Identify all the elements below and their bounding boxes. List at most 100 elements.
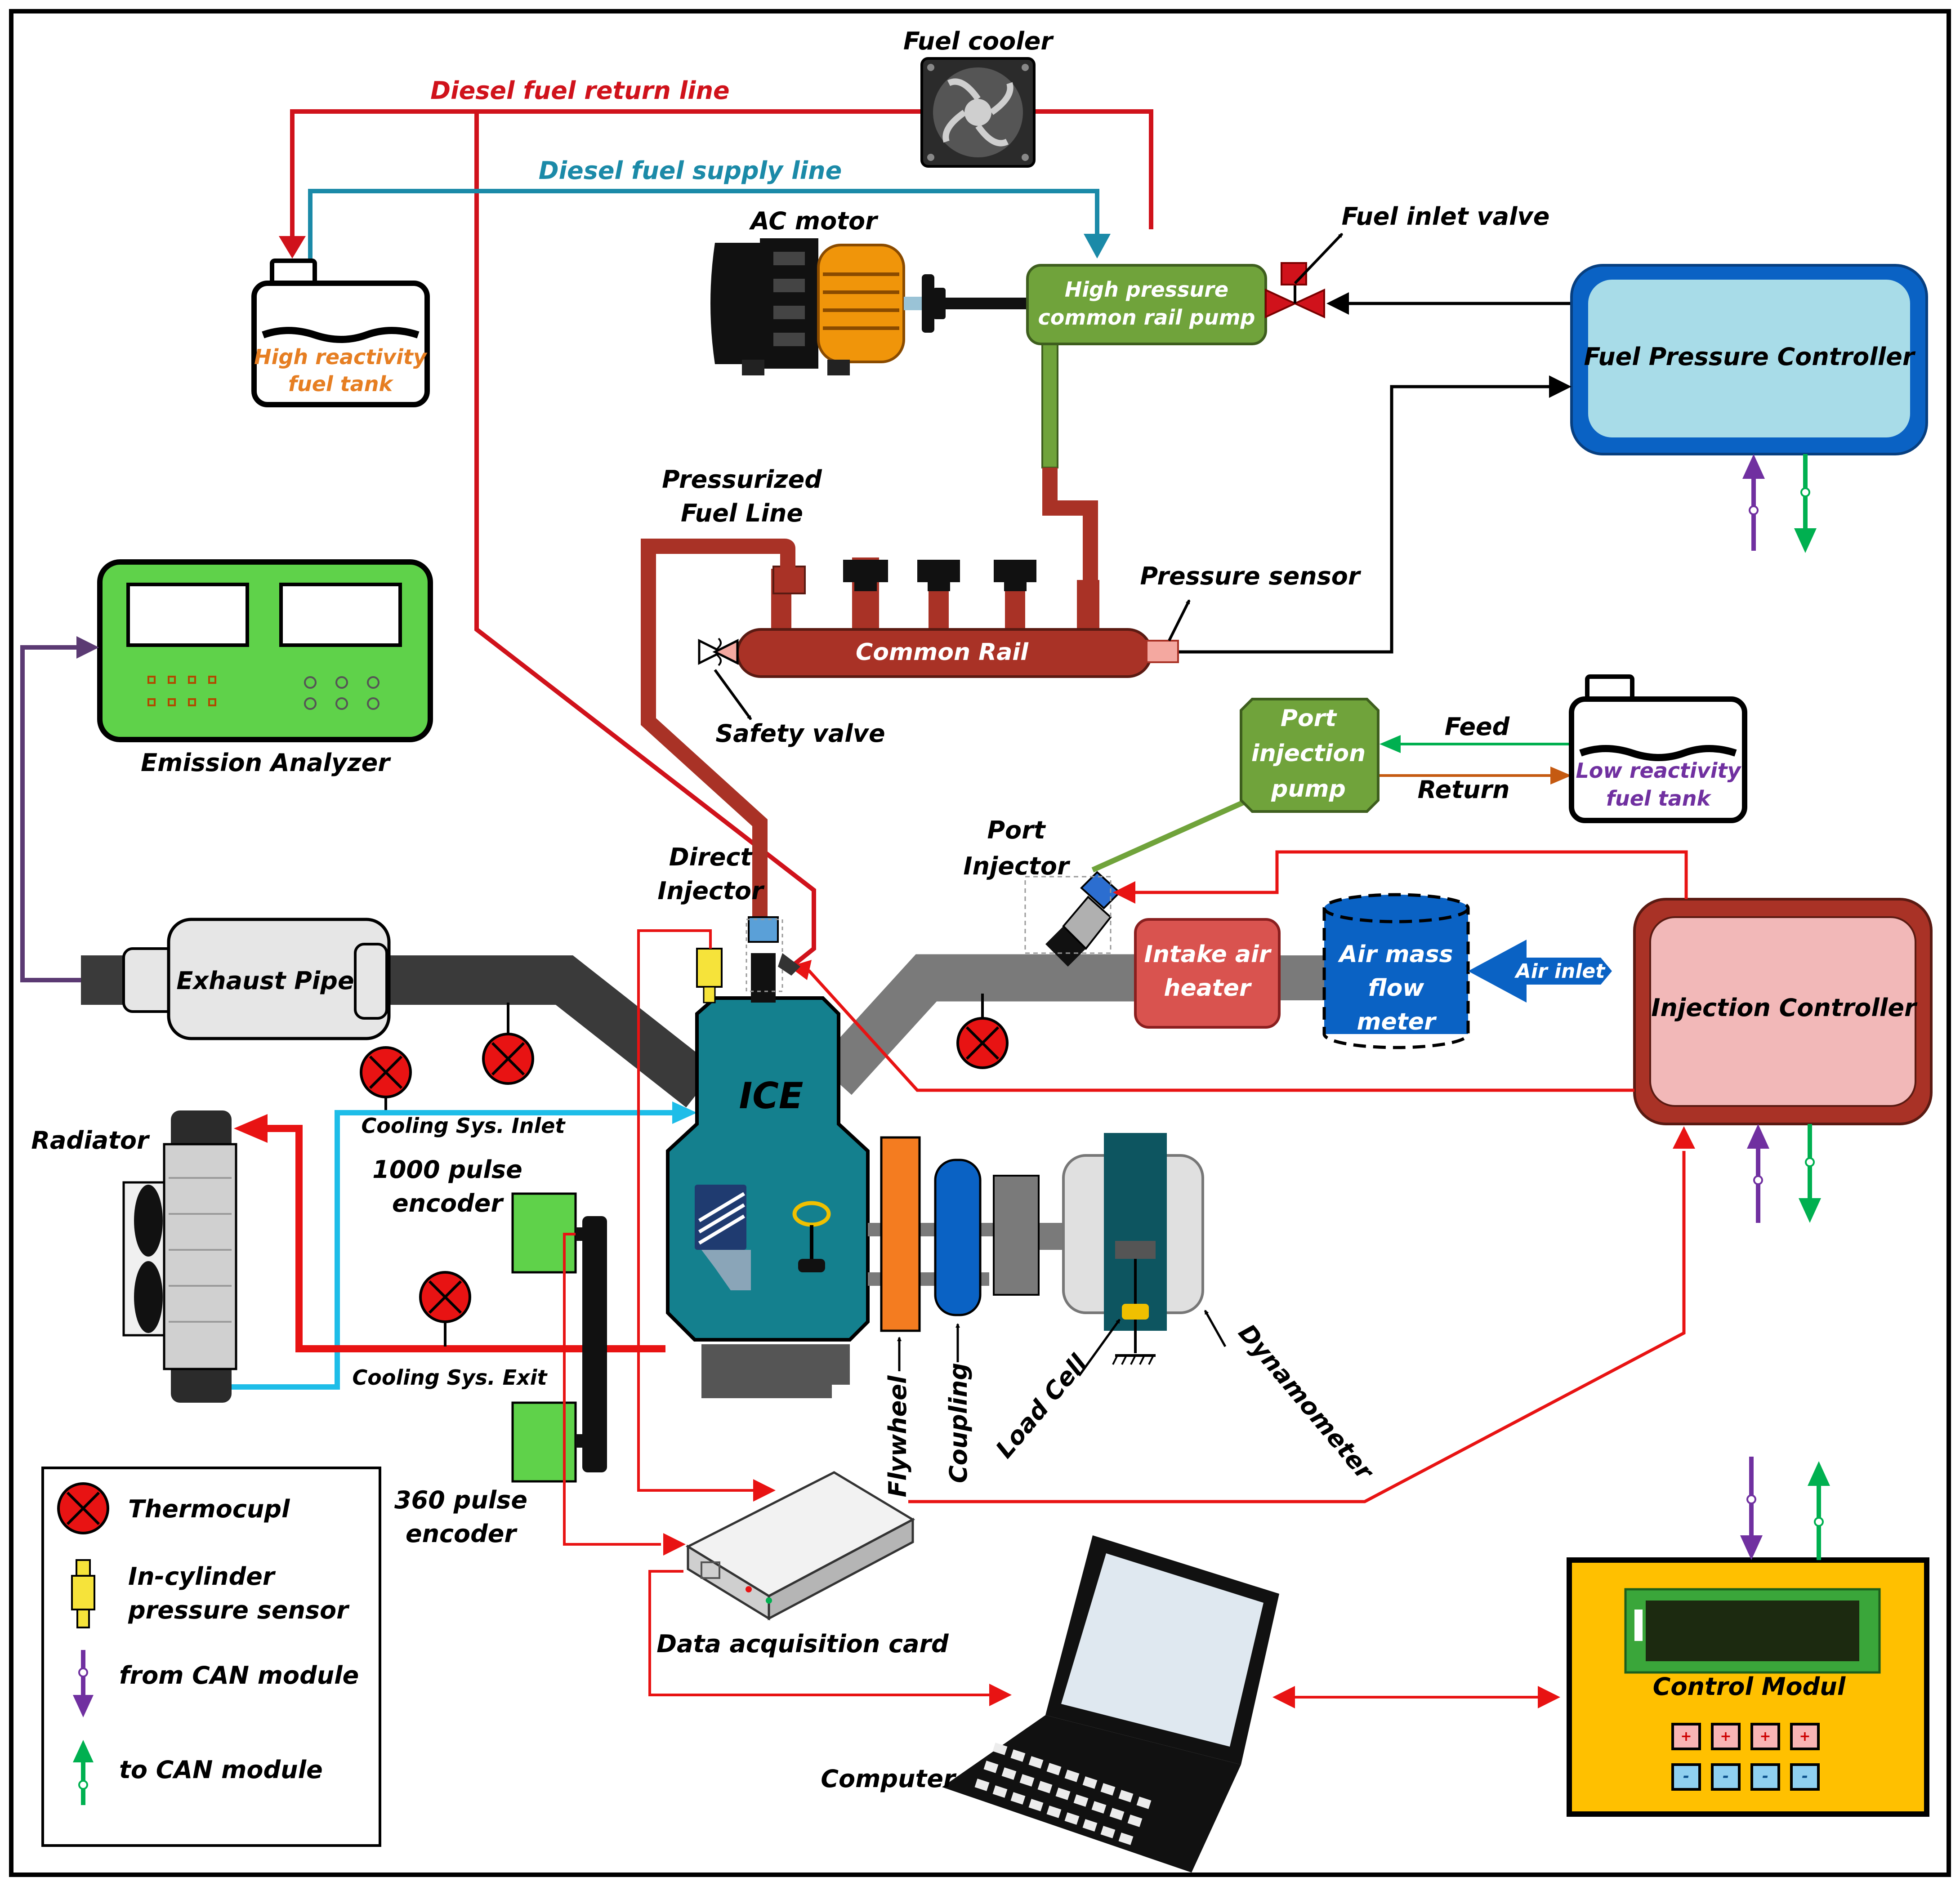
air-inlet-label: Air inlet <box>1514 960 1606 983</box>
legend-thermocouple-label: Thermocupl <box>128 1495 290 1523</box>
cooling-exit-line <box>265 1125 665 1352</box>
cooling-exit-thermocouple <box>419 1271 471 1347</box>
safety-valve-label: Safety valve <box>715 719 885 748</box>
hr-tank-label-1: High reactivity <box>254 345 428 369</box>
common-rail <box>698 557 1179 678</box>
radiator <box>122 1110 237 1403</box>
pressure-sensor-signal-line <box>1178 385 1556 654</box>
cm-can-in-arrow <box>1740 1457 1763 1560</box>
key-plus-1[interactable]: + <box>1671 1723 1701 1750</box>
diesel-supply-line <box>308 189 1111 261</box>
coupling-label: Coupling <box>944 1363 973 1483</box>
load-cell-pointer <box>1078 1319 1121 1377</box>
key-minus-2[interactable]: - <box>1711 1763 1741 1791</box>
fuel-cooler-label: Fuel cooler <box>903 27 1054 55</box>
return-label: Return <box>1418 776 1510 804</box>
pressure-to-daq-arrowhead <box>753 1479 776 1502</box>
exhaust-muffler <box>167 918 391 1040</box>
port-injector <box>1024 871 1121 967</box>
lr-tank-label-1: Low reactivity <box>1576 758 1741 783</box>
radiator-label: Radiator <box>31 1126 150 1155</box>
computer-link-arrow-left <box>1272 1686 1295 1708</box>
key-plus-2-label: + <box>1720 1729 1731 1744</box>
key-minus-4[interactable]: - <box>1790 1763 1820 1791</box>
port-pump-label-2: injection <box>1251 740 1366 767</box>
injection-controller-label: Injection Controller <box>1651 994 1918 1022</box>
key-plus-4[interactable]: + <box>1790 1723 1820 1750</box>
control-module-label: Control Modul <box>1653 1672 1846 1701</box>
hr-tank-label-2: fuel tank <box>288 372 394 396</box>
daq-card-label: Data acquisition card <box>656 1630 949 1658</box>
intake-duct-mid <box>1277 955 1326 1000</box>
exhaust-pipe-label: Exhaust Pipe <box>176 967 354 995</box>
encoder-360 <box>511 1401 577 1483</box>
feed-arrowhead <box>1380 735 1401 753</box>
air-mass-label-3: meter <box>1357 1008 1437 1035</box>
key-minus-3[interactable]: - <box>1750 1763 1780 1791</box>
injection-controller <box>1633 898 1933 1125</box>
flywheel-label: Flywheel <box>884 1375 912 1497</box>
encoder-1000-label-1: 1000 pulse <box>372 1155 522 1184</box>
daq-to-computer-arrowhead <box>989 1684 1012 1706</box>
fuel-cooler <box>920 57 1036 168</box>
port-pump-label-3: pump <box>1271 776 1346 803</box>
air-mass-label-1: Air mass <box>1338 941 1453 968</box>
intake-duct <box>817 954 1138 1095</box>
safety-valve-pointer <box>714 669 752 720</box>
key-plus-3[interactable]: + <box>1750 1723 1780 1750</box>
ice-label: ICE <box>739 1075 803 1117</box>
air-mass-label-2: flow <box>1368 975 1425 1002</box>
ac-motor-label: AC motor <box>749 207 879 235</box>
key-minus-3-label: - <box>1762 1767 1768 1785</box>
hp-pump-label-1: High pressure <box>1065 277 1228 302</box>
pressurized-fuel-line-rail <box>1042 468 1098 589</box>
encoder-1000-shaft <box>576 1227 589 1241</box>
port-fuel-line <box>1091 800 1245 873</box>
key-plus-2[interactable]: + <box>1711 1723 1741 1750</box>
dynamometer <box>1062 1133 1204 1365</box>
coupling-hub <box>993 1175 1040 1296</box>
legend-to-can-icon <box>73 1740 94 1805</box>
legend <box>41 1467 381 1847</box>
diesel-supply-line-label: Diesel fuel supply line <box>539 156 842 185</box>
fpc-can-in-arrow <box>1742 454 1765 551</box>
pressure-signal-arrowhead <box>1549 375 1572 398</box>
exhaust-thermocouple-1 <box>482 1003 534 1085</box>
pressure-sensor-to-daq <box>637 929 753 1492</box>
daq-to-computer-line <box>648 1570 989 1696</box>
key-minus-1[interactable]: - <box>1671 1763 1701 1791</box>
pressurized-fuel-line-label-1: Pressurized <box>662 465 822 494</box>
port-injector-label-1: Port <box>987 816 1046 844</box>
ic-to-port-injector-line <box>1133 850 1688 899</box>
fuel-pressure-controller-label: Fuel Pressure Controller <box>1584 343 1915 371</box>
encoder-1000-label-2: encoder <box>392 1189 504 1217</box>
flywheel <box>880 1136 921 1332</box>
coupling <box>934 1159 982 1316</box>
control-module <box>1567 1557 1929 1817</box>
high-reactivity-fuel-tank <box>251 259 430 407</box>
encoder-belt <box>582 1216 607 1472</box>
air-mass-flow-meter <box>1322 893 1470 1049</box>
port-injector-label-2: Injector <box>963 852 1071 880</box>
exhaust-duct <box>360 955 717 1108</box>
cooling-inlet-label: Cooling Sys. Inlet <box>362 1114 566 1138</box>
feed-label: Feed <box>1445 713 1510 741</box>
encoder-to-daq-arrowhead <box>663 1533 686 1556</box>
legend-pressure-sensor-icon <box>71 1559 95 1628</box>
pressure-sensor-pointer <box>1168 599 1191 642</box>
legend-from-can-icon <box>73 1650 94 1717</box>
emission-analyzer <box>97 559 433 742</box>
intake-thermocouple <box>956 994 1009 1069</box>
outer-frame <box>9 9 1951 1877</box>
exhaust-sample-line <box>20 645 83 982</box>
intake-air-heater <box>1134 918 1281 1029</box>
key-minus-1-label: - <box>1683 1767 1689 1785</box>
low-reactivity-fuel-tank <box>1569 674 1747 823</box>
exhaust-cap-right <box>354 943 388 1020</box>
encoder-360-shaft <box>576 1434 589 1448</box>
ac-motor <box>710 238 1027 375</box>
legend-thermocouple-icon <box>57 1482 109 1534</box>
cooling-inlet-line <box>227 1110 672 1390</box>
pump-outlet-line <box>1041 341 1058 468</box>
